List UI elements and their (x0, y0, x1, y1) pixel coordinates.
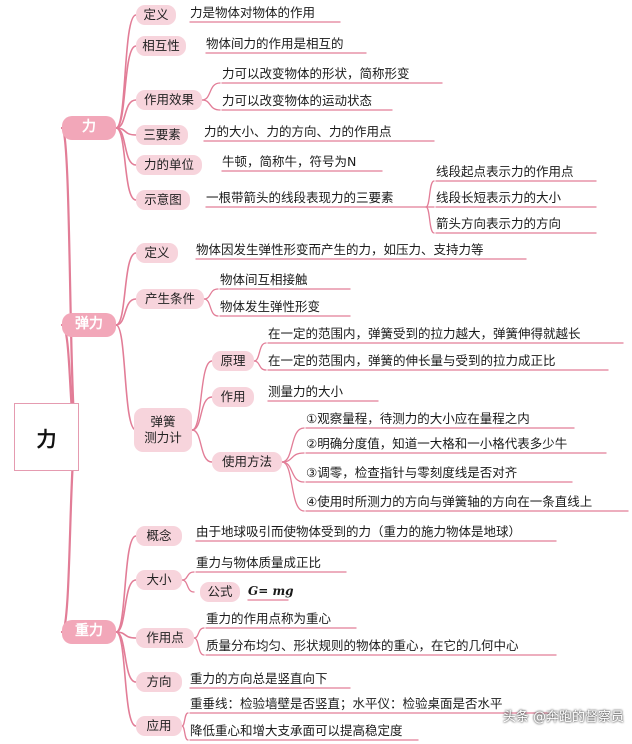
spring-link-2 (191, 429, 213, 463)
branch-elastic: 弹力 (62, 313, 116, 337)
force-diagram-text: 一根带箭头的线段表现力的三要素 (206, 190, 394, 205)
spring-principle-text-2: 在一定的范围内，弹簧的伸长量与受到的拉力成正比 (268, 353, 556, 368)
cond-link-0 (203, 288, 219, 300)
principle-link-1 (253, 360, 267, 371)
diagram-link-0 (425, 180, 435, 208)
elastic-definition-text: 物体因发生弹性形变而产生的力，如压力、支持力等 (196, 242, 484, 257)
gravity-point-text-2: 质量分布均匀、形状规则的物体的重心，在它的几何中心 (206, 638, 519, 653)
spring-usage-text-2: ②明确分度值，知道一大格和一小格代表多少牛 (306, 436, 568, 451)
force-link-1 (115, 45, 137, 129)
cond-link-1 (203, 298, 219, 317)
gravity-application-text-2: 降低重心和增大支承面可以提高稳定度 (190, 723, 403, 738)
force-effect-node: 作用效果 (136, 90, 202, 110)
gravity-magnitude-text: 重力与物体质量成正比 (196, 555, 322, 570)
gravity-formula-node: 公式 (200, 582, 240, 602)
elastic-link-0 (115, 252, 137, 326)
gravity-formula-text: G= mg (248, 584, 294, 598)
force-unit-text: 牛顿，简称牛，符号为N (222, 154, 357, 169)
branch-force: 力 (62, 116, 116, 140)
force-definition-node: 定义 (136, 5, 176, 25)
mag-link-0 (181, 571, 195, 581)
force-link-4 (115, 127, 137, 166)
branch-gravity: 重力 (62, 620, 116, 644)
root-label: 力 (36, 426, 57, 451)
gravity-direction-node: 方向 (136, 672, 182, 692)
spring-usage-text-4: ④使用时所测力的方向与弹簧轴的方向在一条直线上 (306, 494, 593, 509)
gravity-concept-text: 由于地球吸引而使物体受到的力（重力的施力物体是地球） (196, 524, 522, 539)
force-diagram-node: 示意图 (136, 190, 190, 210)
elastic-definition-node: 定义 (136, 243, 178, 263)
gravity-point-node: 作用点 (136, 628, 194, 648)
spring-link-1 (191, 396, 213, 431)
force-link-2 (115, 99, 137, 129)
elastic-link-1 (115, 298, 137, 326)
spring-link-0 (191, 360, 213, 431)
spring-principle-node: 原理 (212, 351, 254, 371)
usage-link-2 (281, 461, 305, 483)
force-mutuality-text: 物体间力的作用是相互的 (206, 36, 344, 51)
spring-principle-text-1: 在一定的范围内，弹簧受到的拉力越大，弹簧伸得就越长 (268, 326, 581, 341)
gravity-concept-node: 概念 (136, 526, 182, 546)
force-effect-text-2: 力可以改变物体的运动状态 (222, 93, 373, 108)
force-diagram-sub-3: 箭头方向表示力的方向 (436, 216, 562, 231)
gravity-application-text-1: 重垂线：检验墙壁是否竖直；水平仪：检验桌面是否水平 (190, 696, 503, 711)
force-definition-text: 力是物体对物体的作用 (190, 5, 316, 20)
mag-link-1 (181, 579, 195, 593)
point-link-1 (193, 637, 205, 656)
usage-link-0 (281, 427, 305, 463)
gravity-link-0 (115, 535, 137, 633)
effect-link-1 (201, 99, 221, 111)
gravity-link-1 (115, 579, 137, 633)
watermark: 头条 @奔跑的督察员 (502, 710, 624, 725)
principle-link-0 (253, 342, 267, 362)
effect-link-0 (201, 82, 221, 101)
spring-scale-node: 弹簧 测力计 (134, 408, 192, 452)
gravity-point-text-1: 重力的作用点称为重心 (206, 611, 332, 626)
spring-usage-text-1: ①观察量程，待测力的大小应在量程之内 (306, 411, 530, 426)
force-mutuality-node: 相互性 (136, 36, 186, 56)
force-diagram-sub-1: 线段起点表示力的作用点 (436, 164, 574, 179)
gravity-direction-text: 重力的方向总是竖直向下 (190, 671, 328, 686)
spring-usage-text-3: ③调零，检查指针与零刻度线是否对齐 (306, 465, 518, 480)
elastic-condition-text-1: 物体间互相接触 (220, 272, 308, 287)
gravity-application-node: 应用 (136, 716, 182, 736)
usage-link-3 (281, 461, 305, 512)
spring-usage-node: 使用方法 (212, 452, 282, 472)
force-link-5 (115, 127, 137, 201)
gravity-link-3 (115, 631, 137, 683)
diagram-link-2 (425, 206, 435, 234)
gravity-link-4 (115, 631, 137, 727)
root-node: 力 (14, 403, 79, 471)
spring-function-node: 作用 (212, 387, 254, 407)
elastic-link-2 (115, 324, 137, 431)
point-link-0 (193, 627, 205, 639)
elastic-condition-text-2: 物体发生弹性形变 (220, 299, 321, 314)
force-effect-text-1: 力可以改变物体的形状，简称形变 (222, 66, 410, 81)
elastic-condition-node: 产生条件 (136, 289, 204, 309)
app-link-0 (181, 712, 189, 727)
force-diagram-sub-2: 线段长短表示力的大小 (436, 190, 562, 205)
app-link-1 (181, 725, 189, 741)
force-three-elements-node: 三要素 (136, 125, 188, 145)
spring-function-text: 测量力的大小 (268, 384, 344, 399)
force-unit-node: 力的单位 (136, 155, 202, 175)
gravity-magnitude-node: 大小 (136, 570, 182, 590)
force-three-elements-text: 力的大小、力的方向、力的作用点 (204, 124, 392, 139)
